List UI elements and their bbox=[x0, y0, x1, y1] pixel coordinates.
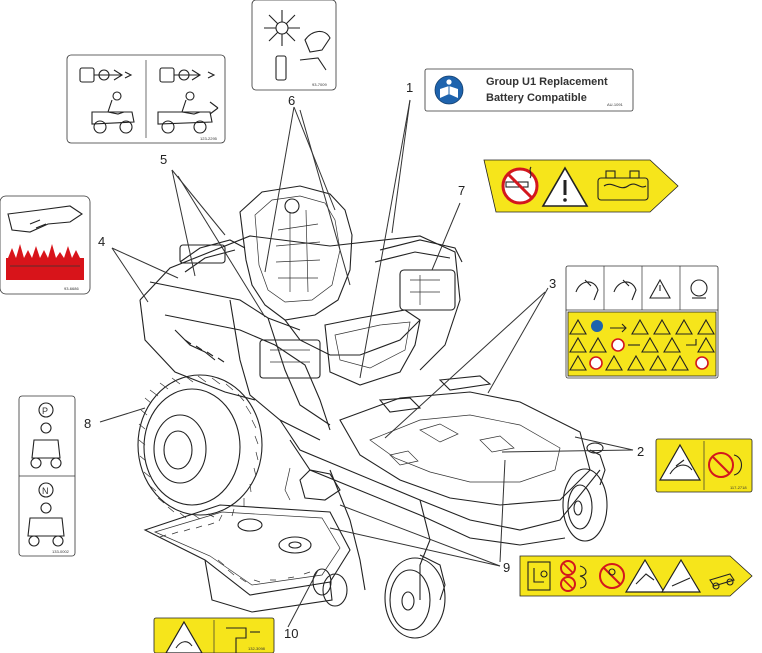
svg-text:N: N bbox=[42, 486, 49, 496]
fan-blade-hazard-icon bbox=[264, 10, 331, 81]
callout-1: 1 bbox=[406, 80, 413, 95]
mower-drawing bbox=[137, 185, 608, 639]
callout-5: 5 bbox=[160, 152, 167, 167]
mower-operator-icon bbox=[91, 91, 135, 134]
no-step-icon bbox=[560, 560, 587, 592]
fan-hazard-decal: 93-7009 bbox=[251, 0, 337, 91]
callout-6: 6 bbox=[288, 93, 295, 108]
callout-10: 10 bbox=[284, 626, 298, 641]
battery-warning-decal bbox=[483, 159, 679, 213]
operator-seat bbox=[239, 185, 421, 386]
blade-hazard-icon bbox=[658, 443, 702, 481]
neutral-lock-icon: N bbox=[27, 482, 65, 547]
no-smoking-icon bbox=[501, 166, 539, 205]
warning-triangle-icon bbox=[541, 166, 589, 207]
hand-crush-decal: 93-6686 bbox=[0, 195, 91, 295]
battery-decal-line-1: Group U1 Replacement bbox=[486, 76, 608, 88]
park-decal-number: 133-0002 bbox=[52, 549, 70, 554]
control-levers bbox=[179, 239, 463, 379]
callout-numbers: 1 2 3 4 5 6 7 8 9 10 bbox=[84, 80, 644, 641]
hand-decal-number: 93-6686 bbox=[64, 286, 79, 291]
leader-lines bbox=[99, 99, 634, 628]
deck-blade-decal: 132-3098 bbox=[153, 617, 275, 653]
front-caster-left bbox=[384, 554, 446, 639]
svg-text:P: P bbox=[42, 406, 48, 416]
speed-decal-number: 123-2295 bbox=[200, 136, 218, 141]
deck-warning-decal bbox=[519, 555, 753, 597]
battery-compatible-decal: Group U1 Replacement Battery Compatible … bbox=[424, 68, 634, 112]
rabbit-fast-icon bbox=[79, 67, 133, 83]
front-caster-right bbox=[562, 442, 608, 542]
no-riders-icon bbox=[599, 563, 625, 589]
no-hands-icon bbox=[708, 452, 743, 478]
battery-decal-line-2: Battery Compatible bbox=[486, 92, 587, 104]
hand-cut-hazard-icon bbox=[6, 205, 84, 280]
rear-tire bbox=[137, 374, 263, 522]
fan-decal-number: 93-7009 bbox=[312, 82, 327, 87]
parking-brake-icon: P bbox=[30, 402, 62, 469]
warning-symbol-row bbox=[569, 318, 715, 371]
blade-hazard-decal: 117-2718 bbox=[655, 438, 753, 493]
callout-4: 4 bbox=[98, 234, 105, 249]
mower-slope-icon bbox=[709, 573, 735, 590]
parking-brake-decal: P N 133-0002 bbox=[18, 395, 76, 557]
rollover-hazard-icon bbox=[624, 558, 702, 593]
chassis bbox=[139, 185, 608, 639]
book-info-icon bbox=[434, 75, 464, 105]
callout-8: 8 bbox=[84, 416, 91, 431]
ignition-decal-number: 132-3098 bbox=[248, 646, 266, 651]
ignition-key-icon-2 bbox=[226, 627, 260, 653]
speed-control-decal: 123-2295 bbox=[66, 54, 226, 144]
blade-decal-number: 117-2718 bbox=[730, 485, 747, 490]
battery-icon bbox=[597, 170, 649, 201]
callout-7: 7 bbox=[458, 183, 465, 198]
callout-9: 9 bbox=[503, 560, 510, 575]
mower-deck bbox=[143, 504, 351, 613]
mower-operator-icon-reverse bbox=[157, 91, 219, 134]
callout-2: 2 bbox=[637, 444, 644, 459]
callout-3: 3 bbox=[549, 276, 556, 291]
operator-instructions-decal bbox=[565, 265, 719, 379]
battery-decal-number: AU-1091 bbox=[607, 102, 624, 107]
ignition-key-icon bbox=[527, 561, 551, 591]
turtle-slow-icon bbox=[159, 67, 216, 83]
blade-hazard-icon-2 bbox=[165, 620, 203, 653]
